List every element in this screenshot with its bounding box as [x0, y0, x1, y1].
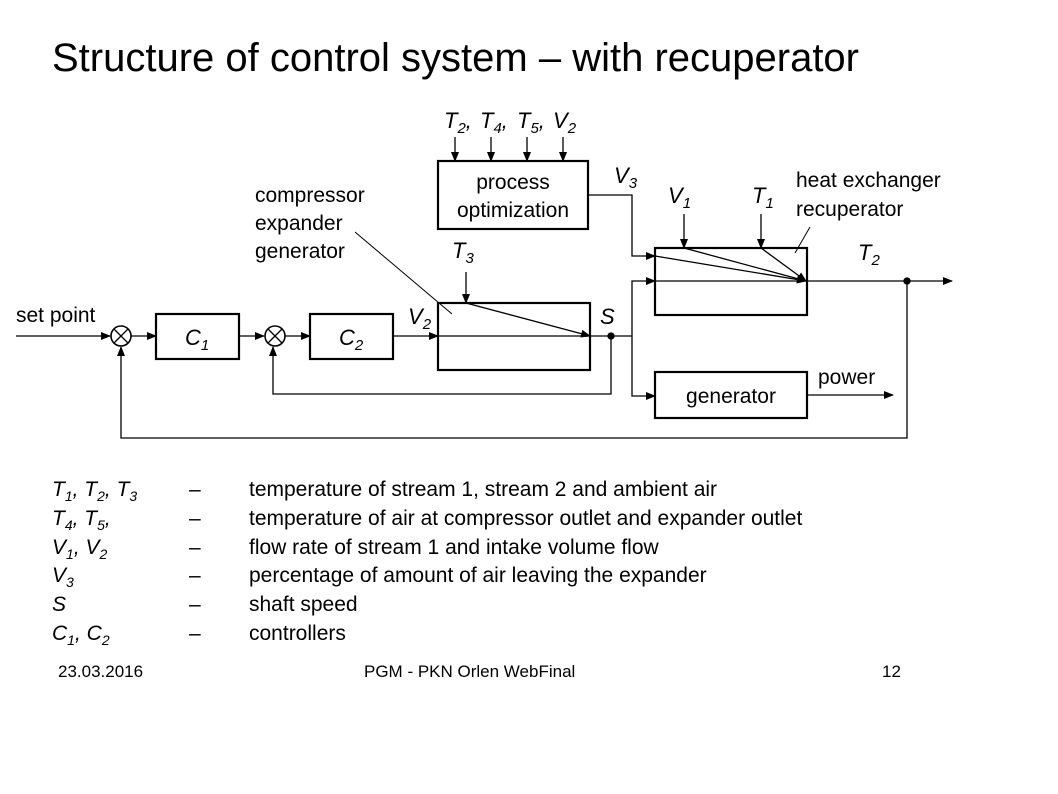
legend-dash: –: [189, 507, 201, 530]
legend-symbols: V1, V2: [52, 536, 108, 563]
power-label: power: [818, 366, 875, 389]
t1-label: T1: [752, 183, 774, 212]
legend-symbols: V3: [52, 564, 74, 591]
svg-text:V2: V2: [553, 108, 577, 137]
legend-description: temperature of air at compressor outlet …: [249, 507, 803, 530]
svg-text:T2,: T2,: [444, 108, 472, 137]
legend-dash: –: [189, 593, 201, 616]
legend-description: controllers: [249, 622, 346, 645]
process-optimization-label: process optimization: [457, 171, 569, 222]
generator-block-label: generator: [686, 385, 776, 408]
c1-label: C1: [185, 325, 209, 354]
legend-dash: –: [189, 478, 201, 501]
svg-text:recuperator: recuperator: [796, 198, 903, 221]
legend-dash: –: [189, 622, 201, 645]
svg-text:process: process: [476, 171, 550, 194]
heat-exchanger-label-pointer: [794, 226, 811, 254]
legend-description: flow rate of stream 1 and intake volume …: [249, 536, 659, 559]
svg-text:T5,: T5,: [517, 108, 545, 137]
legend-symbols: S: [52, 593, 67, 616]
svg-text:T4,: T4,: [480, 108, 508, 137]
svg-text:heat exchanger: heat exchanger: [796, 169, 941, 192]
page-number: 12: [882, 662, 901, 681]
footer-title: PGM - PKN Orlen WebFinal: [364, 662, 576, 681]
legend-symbols: T1, T2, T3: [52, 478, 138, 505]
slide-title: Structure of control system – with recup…: [52, 36, 859, 80]
legend-dash: –: [189, 536, 201, 559]
legend-description: percentage of amount of air leaving the …: [249, 564, 707, 587]
optimization-inputs-label: T2, T4, T5, V2: [444, 108, 577, 137]
footer-date: 23.03.2016: [58, 662, 144, 681]
v1-label: V1: [668, 183, 691, 212]
v2-label: V2: [408, 304, 432, 333]
legend-symbols: C1, C2: [52, 622, 110, 649]
legend-description: temperature of stream 1, stream 2 and am…: [249, 478, 718, 501]
svg-text:generator: generator: [255, 240, 345, 263]
summing-junction-2: [264, 325, 286, 347]
compressor-label-pointer: [354, 231, 453, 315]
t3-label: T3: [452, 238, 474, 267]
heat-exchanger-label: heat exchanger recuperator: [796, 169, 941, 221]
svg-text:expander: expander: [255, 212, 343, 235]
v3-label: V3: [614, 163, 638, 192]
s-label: S: [600, 304, 615, 329]
c2-label: C2: [339, 325, 364, 354]
compressor-group-label: compressor expander generator: [255, 184, 365, 263]
summing-junction-1: [110, 325, 132, 347]
legend-description: shaft speed: [249, 593, 358, 616]
svg-text:compressor: compressor: [255, 184, 365, 207]
legend-symbols: T4, T5,: [52, 507, 111, 534]
set-point-label: set point: [16, 304, 96, 327]
t2-label: T2: [858, 240, 880, 269]
legend-dash: –: [189, 564, 201, 587]
svg-text:optimization: optimization: [457, 199, 569, 222]
